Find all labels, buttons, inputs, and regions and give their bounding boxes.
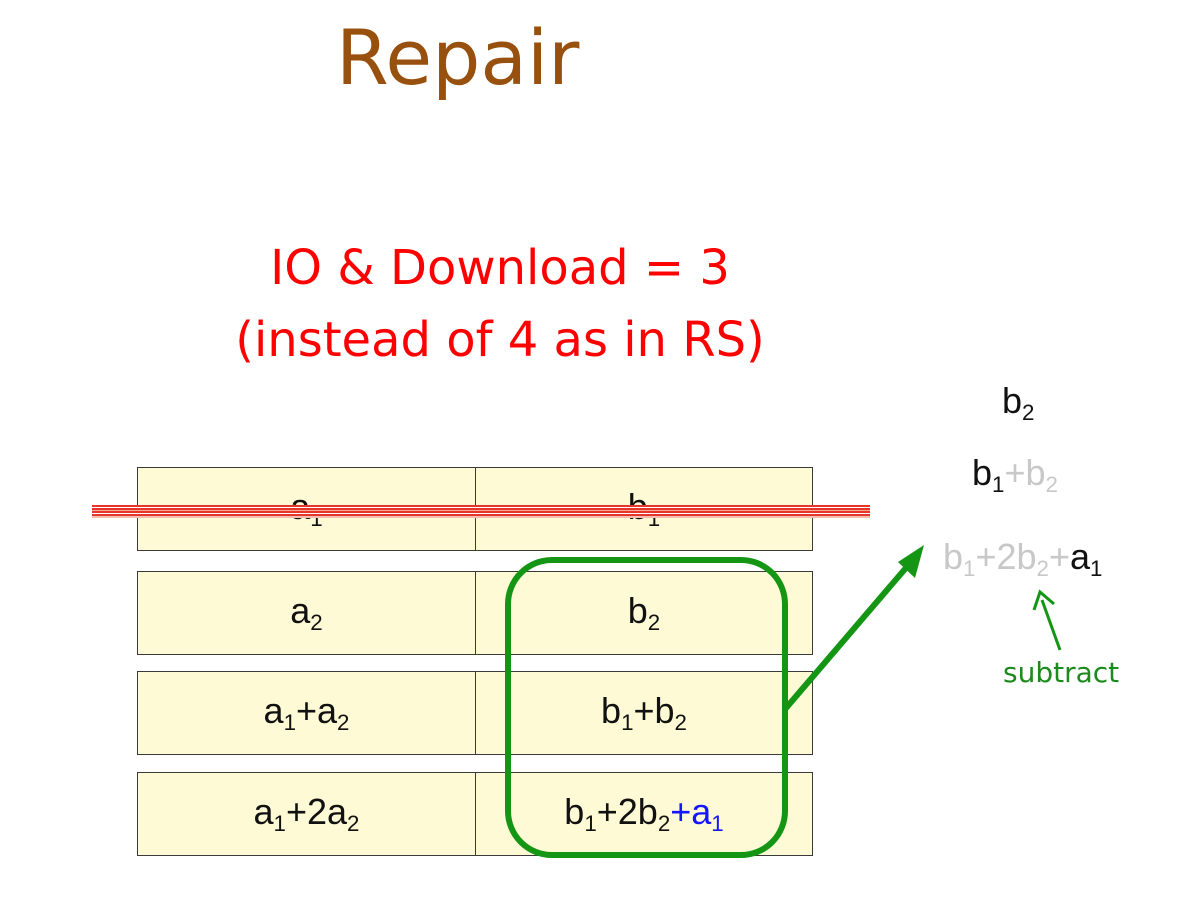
cell-row4-a: a1+2a2 — [137, 772, 476, 856]
gray-term: b1+2b2+ — [943, 536, 1070, 582]
subtract-label: subtract — [1003, 656, 1120, 689]
cell-row3-b: b1+b2 — [475, 671, 813, 755]
cell-row2-a: a2 — [137, 571, 476, 655]
subtract-arrow — [1040, 599, 1062, 651]
cell-row4-b: b1+2b2+a1 — [475, 772, 813, 856]
cell-row2-b: b2 — [475, 571, 813, 655]
headline-line-1: IO & Download = 3 — [270, 240, 730, 296]
subtract-arrow-head — [1032, 589, 1055, 611]
cell-row3-a: a1+a2 — [137, 671, 476, 755]
slide-title: Repair — [336, 13, 580, 102]
blue-term: +a1 — [670, 790, 724, 837]
gray-term: +b2 — [1004, 452, 1058, 498]
side-line-1: b2 — [1002, 380, 1035, 426]
headline: IO & Download = 3 (instead of 4 as in RS… — [200, 232, 800, 376]
headline-line-2: (instead of 4 as in RS) — [235, 312, 765, 368]
side-line-3: b1+2b2+a1 — [943, 536, 1103, 582]
transfer-arrow-head — [898, 545, 924, 578]
failed-node-strikethrough — [92, 505, 870, 518]
side-line-2: b1+b2 — [972, 452, 1058, 498]
